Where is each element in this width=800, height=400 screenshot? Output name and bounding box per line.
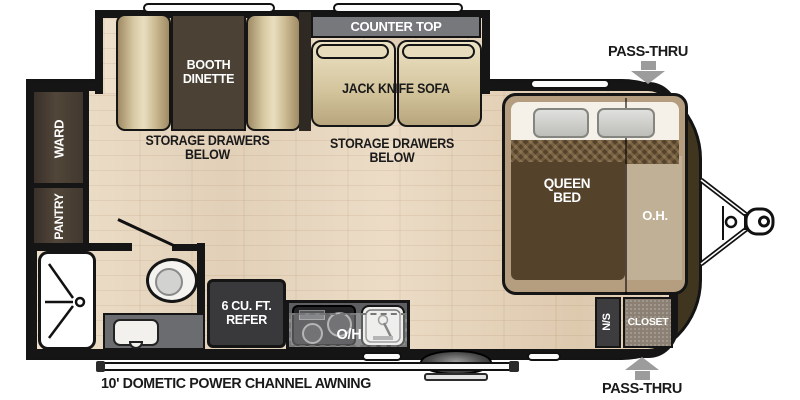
counter-top: COUNTER TOP [311, 15, 481, 38]
ward-label: WARD [51, 119, 67, 159]
queen-bed-label: QUEEN BED [543, 175, 591, 205]
bed-blanket [511, 162, 625, 280]
window-icon [143, 3, 275, 13]
bed-overhead-zone [627, 156, 682, 280]
pantry-cabinet: PANTRY [32, 185, 89, 245]
sofa-backrest-left [316, 44, 389, 59]
arrow-down-icon [640, 61, 656, 70]
bathroom-wall-right [197, 243, 205, 313]
nightstand: N/S [595, 297, 621, 348]
queen-bed-platform: QUEEN BED O.H. [502, 93, 688, 295]
bed-overhead-label: O.H. [642, 208, 668, 224]
awning-end-cap [96, 361, 105, 372]
pass-thru-callout-bottom: PASS-THRU [598, 357, 686, 397]
bed-divider-line [625, 98, 627, 294]
arrow-up-icon [634, 371, 650, 380]
wheel-skirt [424, 373, 488, 381]
sofa-backrest-right [402, 44, 475, 59]
dinette-bench-right [246, 14, 301, 131]
kitchen-overhead-label: O/H [336, 327, 362, 344]
kitchen-overhead-cabinet: O/H [289, 313, 407, 347]
stove-control-panel [299, 310, 325, 320]
stove-icon [292, 305, 356, 346]
bathroom-wall-stub [172, 244, 205, 251]
refrigerator: 6 CU. FT. REFER [207, 279, 286, 348]
window-icon [333, 3, 463, 13]
slideout-divider [299, 12, 311, 131]
bathroom-vanity [103, 313, 205, 350]
pass-thru-bottom-label: PASS-THRU [602, 381, 682, 397]
window-icon [362, 352, 402, 361]
shower [38, 251, 96, 350]
vanity-faucet [129, 341, 143, 349]
bed-pillow [533, 108, 589, 138]
awning-bar [99, 362, 515, 371]
storage-drawers-label-left: STORAGE DRAWERS BELOW [145, 132, 270, 162]
pass-thru-callout-top: PASS-THRU [604, 44, 692, 84]
nightstand-label: N/S [601, 313, 614, 331]
storage-drawers-label-right: STORAGE DRAWERS BELOW [330, 135, 454, 165]
bed-pillow [597, 108, 655, 138]
dinette-bench-left [116, 14, 171, 131]
shower-icon [45, 263, 86, 339]
sofa-cushion-left [311, 40, 396, 127]
jack-knife-sofa-label: JACK KNIFE SOFA [342, 80, 450, 96]
window-icon [530, 79, 610, 89]
bed-blanket-pattern [511, 140, 679, 164]
booth-dinette-table: BOOTH DINETTE [171, 14, 246, 131]
hitch-icon [699, 178, 775, 266]
kitchen-sink-icon [361, 305, 405, 347]
toilet-icon [146, 258, 198, 303]
pass-thru-top-label: PASS-THRU [608, 44, 688, 60]
toilet-bowl [155, 268, 183, 296]
closet: CLOSET [623, 297, 673, 348]
awning-end-cap [509, 361, 519, 372]
arrow-down-icon [631, 71, 665, 84]
kitchen-counter: O/H [286, 300, 410, 350]
window-icon [527, 352, 561, 361]
arrow-up-icon [625, 357, 659, 370]
stove-burner [302, 323, 323, 344]
ward-cabinet: WARD [32, 90, 89, 185]
awning-label: 10' DOMETIC POWER CHANNEL AWNING [101, 375, 371, 392]
bathroom-wall-top [32, 243, 132, 251]
sofa-cushion-right [397, 40, 482, 127]
